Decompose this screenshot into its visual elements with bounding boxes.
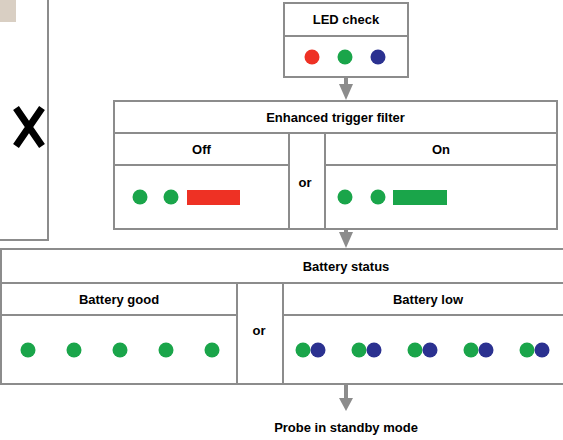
led-bar (187, 190, 240, 205)
led-dot (133, 190, 148, 205)
box-heading: Battery low (284, 284, 563, 316)
cross-mark (16, 108, 42, 146)
option-panel: On (324, 134, 556, 228)
stage-box: Enhanced trigger filterOff On (113, 100, 558, 230)
box-heading: On (326, 134, 556, 166)
flow-arrow (344, 230, 348, 238)
led-dot (535, 343, 550, 358)
led-dot (479, 343, 494, 358)
led-dot (423, 343, 438, 358)
box-heading: Battery status (2, 250, 563, 284)
led-dot (164, 190, 179, 205)
led-dot (371, 50, 386, 65)
led-dot (21, 343, 36, 358)
led-dot (113, 343, 128, 358)
photo-fragment (0, 0, 16, 22)
led-dot (371, 190, 386, 205)
end-state-label: Probe in standby mode (274, 420, 418, 435)
flow-arrow (344, 78, 348, 90)
arrow-shaft (344, 385, 348, 400)
choice-word: or (253, 323, 266, 338)
led-dot (205, 343, 220, 358)
box-heading: LED check (285, 4, 407, 37)
box-heading: Battery good (2, 284, 236, 316)
led-dot (159, 343, 174, 358)
led-dot (408, 343, 423, 358)
led-dot (352, 343, 367, 358)
arrow-head (339, 398, 353, 411)
choice-word: or (299, 175, 312, 190)
led-dot (296, 343, 311, 358)
option-panel: Battery low (282, 284, 563, 383)
led-dot (311, 343, 326, 358)
stage-box: LED check (283, 2, 409, 78)
option-panel: Battery good (2, 284, 238, 383)
led-dot (464, 343, 479, 358)
option-panel: Off (115, 134, 290, 228)
led-dot (338, 190, 353, 205)
led-dot (520, 343, 535, 358)
led-dot (367, 343, 382, 358)
led-dot (338, 50, 353, 65)
led-bar (393, 190, 447, 205)
box-heading: Off (115, 134, 288, 166)
stage-box: Battery statusBattery good Battery low (0, 248, 563, 385)
photo-frame (0, 0, 48, 240)
box-heading: Enhanced trigger filter (115, 102, 556, 134)
led-dot (305, 50, 320, 65)
led-dot (67, 343, 82, 358)
